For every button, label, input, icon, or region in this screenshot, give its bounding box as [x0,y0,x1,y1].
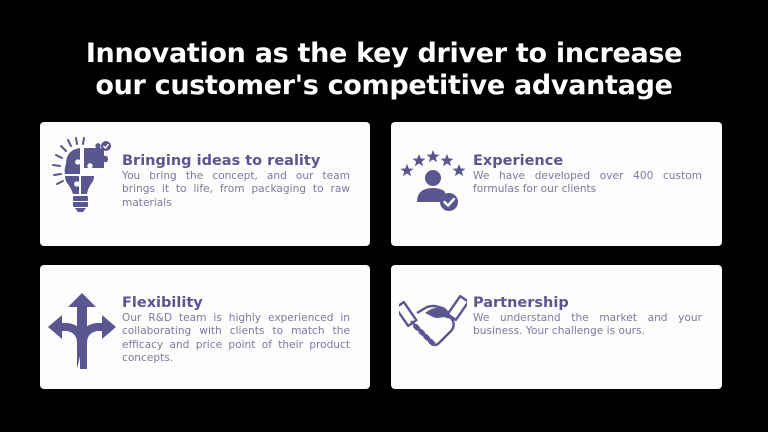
card-bringing-ideas: Bringing ideas to reality You bring the … [40,122,370,246]
card-heading: Partnership [473,295,569,311]
card-description: You bring the concept, and our team brin… [122,170,350,209]
page-title: Innovation as the key driver to increase… [0,38,768,102]
card-heading: Bringing ideas to reality [122,153,321,169]
card-heading: Experience [473,153,564,169]
title-line-2: our customer's competitive advantage [95,70,673,101]
card-description: We understand the market and your busine… [473,312,702,338]
rated-expert-icon [400,150,466,211]
split-arrows-icon [48,293,116,369]
title-line-1: Innovation as the key driver to increase [85,38,683,69]
card-flexibility: Flexibility Our R&D team is highly exper… [40,265,370,389]
card-description: Our R&D team is highly experienced in co… [122,312,350,364]
card-partnership: Partnership We understand the market and… [391,265,722,389]
card-description: We have developed over 400 custom formul… [473,170,702,196]
handshake-icon [399,294,467,347]
lightbulb-puzzle-icon [52,137,111,212]
card-experience: Experience We have developed over 400 cu… [391,122,722,246]
card-heading: Flexibility [122,295,203,311]
